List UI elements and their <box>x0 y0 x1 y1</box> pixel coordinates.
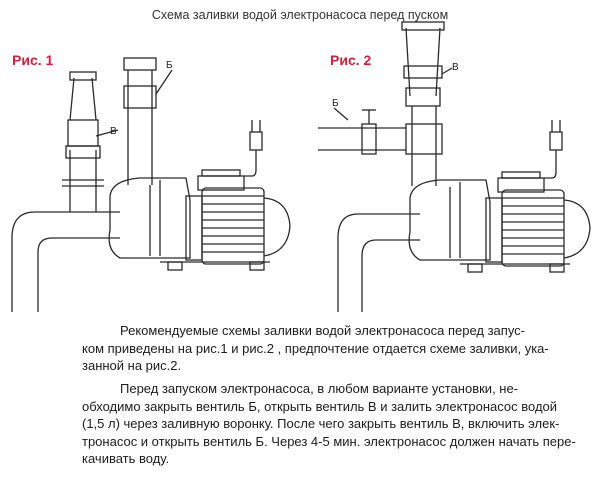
fig1-valve-v: В <box>95 126 119 137</box>
fig1-label-b: Б <box>166 60 173 71</box>
paragraph-recommended-schemes: Рекомендуемые схемы заливки водой электр… <box>20 322 560 375</box>
paragraph-1-line: Рекомендуемые схемы заливки водой электр… <box>120 323 525 338</box>
fig1-motor <box>201 187 291 265</box>
fig1-terminal-box <box>197 169 245 191</box>
paragraph-startup-instructions: Перед запуском электронасоса, в любом ва… <box>20 380 576 468</box>
figure-2-drawing: В Б <box>318 21 591 312</box>
fig1-power-cord <box>244 120 263 177</box>
fig2-label-b: Б <box>332 98 339 109</box>
fig2-vertical-pipe <box>405 106 443 186</box>
paragraph-2-line: тронасос и открыть вентиль Б. Через 4-5 … <box>82 433 576 449</box>
fig1-pump-body <box>108 177 203 261</box>
fig2-motor <box>501 189 591 267</box>
paragraph-2-line: обходимо закрыть вентиль Б, открыть вент… <box>82 398 558 414</box>
fig2-base <box>460 263 570 273</box>
fig2-label-v: В <box>452 62 459 73</box>
fig1-suction-pipe <box>11 211 120 312</box>
fig2-suction-pipe <box>337 213 420 312</box>
paragraph-2-line: Перед запуском электронасоса, в любом ва… <box>120 381 519 396</box>
fig1-label-v: В <box>110 126 117 137</box>
paragraph-1-line: ком приведены на рис.1 и рис.2 , предпоч… <box>82 340 549 356</box>
diagram-title: Схема заливки водой электронасоса перед … <box>151 8 449 22</box>
fig1-funnel-pipe <box>62 71 104 212</box>
fig1-discharge-pipe: Б <box>123 57 173 185</box>
fig2-power-cord <box>544 120 563 179</box>
pump-diagrams: В Б <box>11 21 591 312</box>
figure-1-drawing: В Б <box>11 57 291 312</box>
fig2-terminal-box <box>497 171 545 193</box>
fig2-pump-body <box>408 179 503 263</box>
fig1-base <box>160 261 270 271</box>
fig2-funnel-pipe: В <box>401 21 459 107</box>
fig2-valve-b: Б <box>318 98 406 155</box>
figure-1-label: Рис. 1 <box>12 52 54 68</box>
figure-2-label: Рис. 2 <box>330 52 372 68</box>
paragraph-2-line: качивать воду. <box>82 451 170 466</box>
paragraph-2-line: (1,5 л) через заливную воронку. После че… <box>82 416 560 431</box>
paragraph-1-line: занной на рис.2. <box>82 358 182 373</box>
